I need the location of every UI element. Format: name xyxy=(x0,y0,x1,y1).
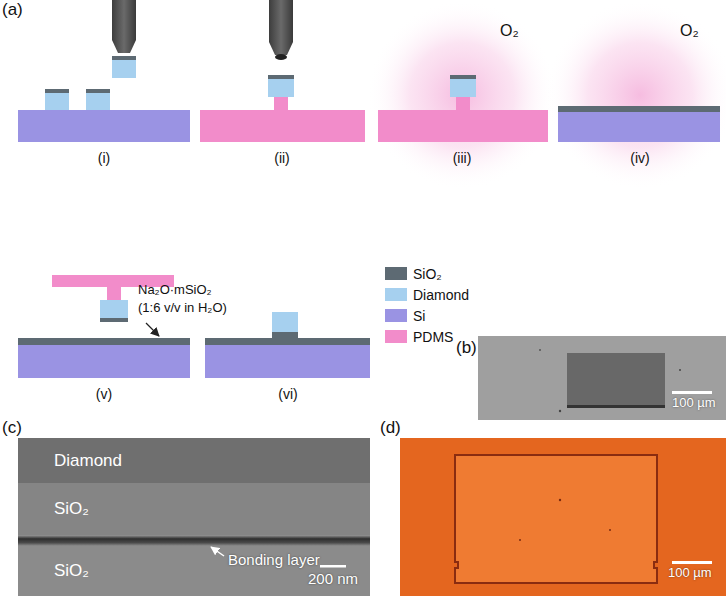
debris-dot xyxy=(609,529,611,531)
legend-text: PDMS xyxy=(413,329,453,345)
layer-label: SiO₂ xyxy=(54,561,89,581)
leader-arrow xyxy=(146,323,159,336)
scale-bar xyxy=(320,565,346,568)
panel-label: (d) xyxy=(380,418,401,438)
pdms-stamp xyxy=(200,110,365,142)
gas-label: O₂ xyxy=(500,22,519,40)
sio2-band: SiO₂ xyxy=(18,483,370,535)
legend-row: Si xyxy=(385,305,469,326)
sio2-cap xyxy=(86,89,110,93)
pdms-post xyxy=(274,97,288,110)
legend-swatch xyxy=(385,288,407,301)
callout-label: Bonding layer xyxy=(228,551,320,568)
diamond-membrane xyxy=(450,79,476,97)
step-label: (vi) xyxy=(278,386,297,402)
legend-row: PDMS xyxy=(385,326,469,347)
legend-text: Diamond xyxy=(413,287,469,303)
panel-label: (b) xyxy=(456,338,477,358)
step-label: (iv) xyxy=(630,150,649,166)
sio2-bond xyxy=(272,332,298,338)
panel-label: (a) xyxy=(2,0,23,20)
membrane-square xyxy=(455,455,657,583)
debris-dot xyxy=(539,349,541,351)
gas-label: O₂ xyxy=(680,22,699,40)
sio2-cap xyxy=(100,318,128,322)
pdms-post xyxy=(456,97,470,110)
si-substrate xyxy=(18,345,190,378)
layer-label: SiO₂ xyxy=(54,499,89,519)
pdms-stamp xyxy=(378,110,548,142)
solution-label: (1:6 v/v in H₂O) xyxy=(138,301,227,316)
step-label: (ii) xyxy=(274,150,290,166)
membrane-square xyxy=(567,353,665,408)
sio2-cap xyxy=(112,56,136,60)
diamond-membrane xyxy=(100,300,128,318)
diamond-membrane xyxy=(112,60,136,78)
sem-background xyxy=(478,336,726,420)
sio2-cap xyxy=(45,89,69,93)
diamond-layer xyxy=(18,438,370,483)
oxygen-plasma-glow xyxy=(545,0,726,190)
debris-dot xyxy=(559,410,561,412)
panel-label: (c) xyxy=(2,418,22,438)
diamond-band: Diamond xyxy=(18,438,370,483)
scale-bar xyxy=(672,561,712,564)
membrane-edge xyxy=(567,405,665,408)
step-label: (iii) xyxy=(453,150,472,166)
bonding-layer xyxy=(18,535,370,546)
probe-tip xyxy=(269,0,293,55)
scale-label: 100 µm xyxy=(668,566,712,581)
debris-dot xyxy=(679,369,681,371)
pdms-post xyxy=(107,287,121,300)
layer-label: Diamond xyxy=(54,451,122,471)
sio2-layer xyxy=(18,546,370,596)
leader-arrow xyxy=(211,547,224,556)
sio2-layer xyxy=(18,483,370,535)
legend-swatch xyxy=(385,309,407,322)
debris-dot xyxy=(559,499,561,501)
probe-tip xyxy=(112,0,136,53)
diamond-pillar xyxy=(45,93,69,110)
solution-label: Na₂O·mSiO₂ xyxy=(138,283,212,298)
legend: SiO₂ DiamondSiPDMS xyxy=(385,263,469,347)
si-substrate xyxy=(205,345,370,378)
scale-label: 100 µm xyxy=(672,396,716,411)
legend-row: Diamond xyxy=(385,284,469,305)
optical-background xyxy=(400,438,726,596)
sio2-layer xyxy=(558,106,720,112)
diamond-membrane xyxy=(268,79,294,97)
si-substrate xyxy=(18,110,190,142)
legend-text: Si xyxy=(413,308,425,324)
legend-text: SiO₂ xyxy=(413,266,442,282)
legend-swatch xyxy=(385,330,407,343)
si-substrate xyxy=(558,112,720,142)
scale-label: 200 nm xyxy=(308,570,358,587)
legend-row: SiO₂ xyxy=(385,263,469,284)
sio2-cap xyxy=(450,75,476,79)
debris-dot xyxy=(519,539,521,541)
step-label: (v) xyxy=(96,386,112,402)
sio2-cap xyxy=(268,75,294,79)
diamond-membrane xyxy=(272,312,298,332)
diamond-pillar xyxy=(86,93,110,110)
sio2-layer xyxy=(205,338,370,345)
legend-swatch xyxy=(385,267,407,280)
sio2-layer xyxy=(18,338,190,345)
probe-tip-end xyxy=(275,54,287,60)
scale-bar xyxy=(672,391,712,394)
oxygen-plasma-glow xyxy=(367,0,557,190)
step-label: (i) xyxy=(98,150,110,166)
